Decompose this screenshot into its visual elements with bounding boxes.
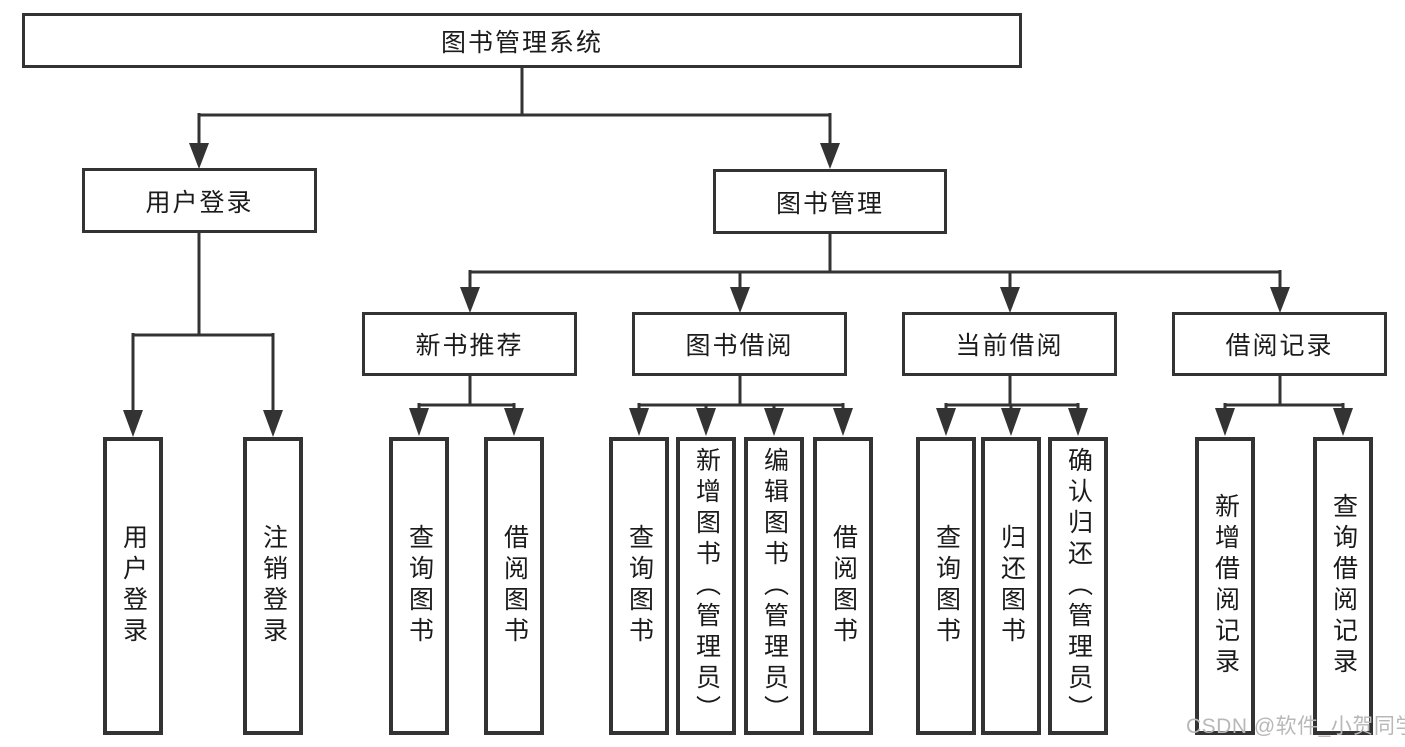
leaf-add-borrow-record: 新增借阅记录 (1195, 437, 1255, 735)
node-current-borrowing: 当前借阅 (902, 312, 1117, 376)
connector-new-book-recommend-to-leaves (409, 376, 524, 436)
leaf-confirm-return-admin: 确认归还（管理员） (1048, 437, 1108, 735)
node-new-book-recommend: 新书推荐 (362, 312, 577, 376)
node-user-login: 用户登录 (82, 168, 317, 233)
connector-book-management-to-level3 (460, 234, 1290, 313)
leaf-logout: 注销登录 (243, 437, 303, 735)
csdn-watermark: CSDN @软件_小贺同学 (1186, 715, 1405, 738)
node-borrowing-records: 借阅记录 (1172, 312, 1387, 376)
connector-user-login-to-leaves (123, 233, 283, 437)
connector-root-to-level2 (189, 68, 840, 169)
leaf-borrow-books-borrowing: 借阅图书 (813, 437, 873, 735)
connector-current-borrowing-to-leaves (936, 376, 1088, 436)
leaf-query-books-current: 查询图书 (916, 437, 976, 735)
leaf-return-books: 归还图书 (981, 437, 1041, 735)
leaf-query-books-borrowing: 查询图书 (609, 437, 669, 735)
connector-book-borrowing-to-leaves (629, 376, 853, 436)
leaf-query-books-recommend: 查询图书 (389, 437, 449, 735)
node-library-management-system: 图书管理系统 (22, 13, 1022, 68)
leaf-edit-book-admin: 编辑图书（管理员） (744, 437, 804, 735)
leaf-user-login: 用户登录 (103, 437, 163, 735)
leaf-query-borrow-record: 查询借阅记录 (1313, 437, 1373, 735)
connector-borrowing-records-to-leaves (1215, 376, 1353, 436)
leaf-add-book-admin: 新增图书（管理员） (676, 437, 736, 735)
node-book-borrowing: 图书借阅 (632, 312, 847, 376)
leaf-borrow-books-recommend: 借阅图书 (484, 437, 544, 735)
node-book-management: 图书管理 (713, 169, 947, 234)
